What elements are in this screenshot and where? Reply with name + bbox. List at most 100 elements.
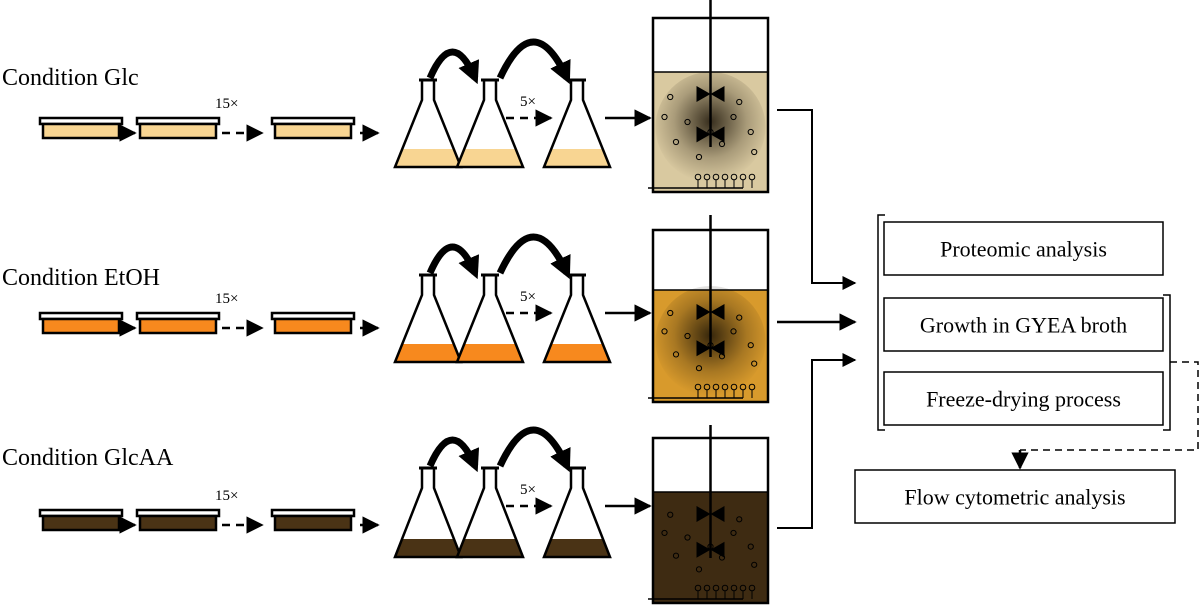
flask-repeat-label: 5× (520, 289, 536, 305)
curved-transfer-arrow (496, 233, 571, 280)
flask-repeat-label: 5× (520, 482, 536, 498)
plate-dish (138, 317, 218, 335)
analysis-box-frame (883, 297, 1164, 352)
impeller-blade (710, 86, 725, 102)
air-bubble (667, 93, 674, 101)
analysis-box-frame (854, 469, 1176, 524)
air-bubble (736, 98, 743, 106)
impeller-blade (696, 304, 711, 320)
agar-plate (270, 508, 356, 532)
air-bubble (721, 584, 729, 592)
air-bubble (718, 353, 726, 360)
curved-transfer-arrow (496, 38, 571, 85)
bioreactor (648, 215, 770, 404)
air-bubble (694, 383, 702, 391)
air-bubble (712, 173, 720, 181)
impeller-blade (696, 506, 711, 522)
erlenmeyer-flask (542, 466, 612, 559)
agar-plate (38, 311, 124, 335)
air-bubble (684, 534, 691, 541)
analysis-box-frame (883, 221, 1164, 276)
curved-transfer-arrow (496, 426, 571, 473)
group-bracket (1163, 294, 1171, 431)
erlenmeyer-flask (393, 273, 463, 364)
agar-plate (135, 116, 221, 140)
agar-plate (38, 116, 124, 140)
flask-medium (457, 344, 523, 362)
plate-dish (41, 514, 121, 532)
erlenmeyer-flask (455, 466, 525, 559)
air-bubble (730, 584, 738, 592)
air-bubble (736, 314, 743, 321)
flask-medium (457, 539, 523, 557)
impeller-blade (696, 541, 711, 558)
air-bubble (736, 516, 743, 523)
impeller-blade (696, 340, 711, 357)
plate-dish (273, 514, 353, 532)
air-bubble (703, 383, 711, 391)
agar-plate (135, 508, 221, 532)
flask-outline (542, 468, 612, 559)
agar-plate (270, 311, 356, 335)
air-bubble (695, 153, 703, 161)
flask-outline (393, 80, 463, 169)
flask-outline (542, 275, 612, 364)
air-bubble (730, 113, 737, 121)
air-bubble (695, 566, 703, 573)
analysis-box-label: Growth in GYEA broth (920, 313, 1127, 338)
impeller-blade (696, 86, 711, 102)
impeller-blade (710, 126, 725, 143)
impeller-blade (710, 506, 725, 522)
analysis-box-label: Proteomic analysis (940, 237, 1107, 262)
air-bubble (747, 543, 754, 550)
condition-row: Condition Glc 15× 5× (2, 0, 770, 194)
connector-line (777, 353, 857, 529)
flask-outline (455, 275, 525, 364)
analysis-box-label: Freeze-drying process (926, 387, 1121, 412)
flask-medium (544, 149, 610, 167)
air-bubble (721, 173, 729, 181)
air-bubble (695, 365, 703, 372)
air-bubble (694, 584, 702, 592)
air-bubble (661, 328, 668, 335)
dashed-connector (1020, 361, 1199, 451)
impeller-blade (710, 541, 725, 558)
air-bubble (672, 351, 680, 358)
air-bubble (739, 383, 747, 391)
flask-medium (544, 344, 610, 362)
flask-medium (395, 149, 461, 167)
air-bubble (718, 554, 726, 561)
connector-line (777, 109, 857, 290)
plate-dish (138, 514, 218, 532)
group-bracket (877, 214, 885, 431)
air-bubble (667, 309, 674, 317)
air-bubble (751, 148, 758, 156)
air-bubble (721, 383, 729, 391)
analysis-box-frame (883, 371, 1164, 426)
flow-cytometric-analysis-box: Flow cytometric analysis (854, 469, 1176, 524)
air-bubble (707, 128, 714, 136)
condition-label: Condition Glc (2, 65, 139, 91)
plate-dish (273, 317, 353, 335)
flask-repeat-label: 5× (520, 94, 536, 110)
erlenmeyer-flask (542, 273, 612, 364)
flask-medium (544, 539, 610, 557)
air-bubble (703, 584, 711, 592)
erlenmeyer-flask (455, 273, 525, 364)
flask-outline (393, 468, 463, 559)
air-bubble (712, 383, 720, 391)
air-bubble (661, 113, 668, 121)
air-bubble (712, 584, 720, 592)
erlenmeyer-flask (393, 78, 463, 169)
agar-plate (135, 311, 221, 335)
flask-outline (542, 80, 612, 169)
plate-dish (41, 317, 121, 335)
plate-repeat-label: 15× (215, 96, 238, 112)
air-bubble (730, 529, 737, 537)
curved-transfer-arrow (426, 48, 480, 85)
impeller-blade (710, 304, 725, 320)
